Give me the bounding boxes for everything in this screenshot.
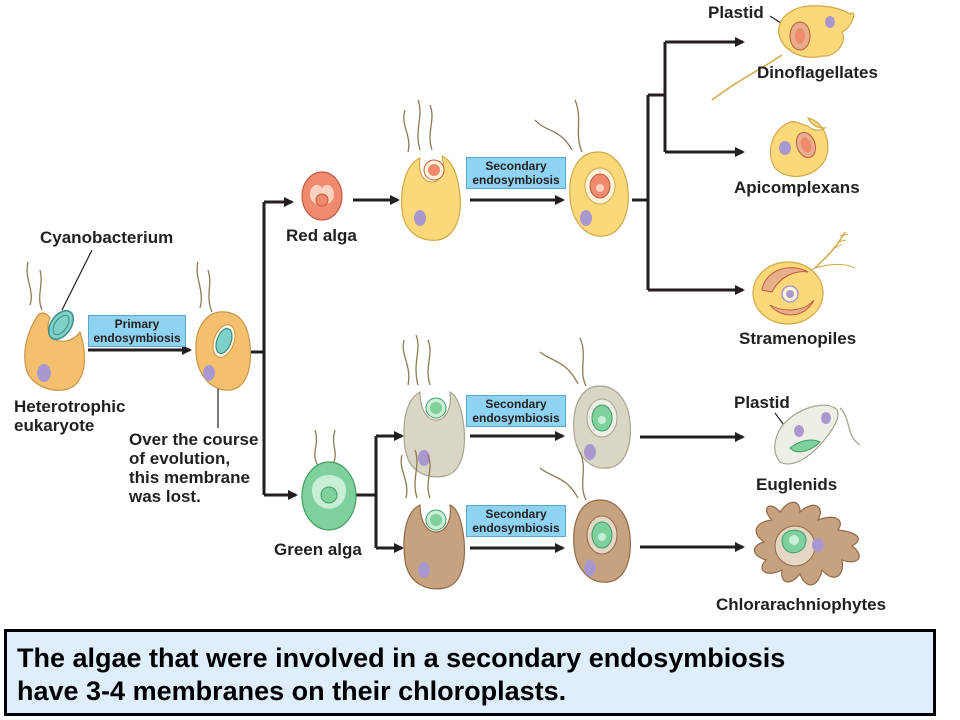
stramenopile-cell [752, 231, 856, 325]
secondary-green-top-box-line2: endosymbiosis [472, 411, 560, 425]
branch-red-green [250, 202, 266, 495]
secondary-red-box-line2: endosymbiosis [472, 173, 560, 187]
label-plastid-euglenid: Plastid [734, 393, 790, 412]
secondary-endosymbiosis-box-red: Secondary endosymbiosis [466, 157, 566, 189]
label-euglenids: Euglenids [756, 475, 838, 494]
green-alga-cell [301, 429, 357, 531]
primary-endosymbiosis-box: Primary endosymbiosis [88, 315, 186, 347]
gray-result-cell [539, 337, 631, 469]
caption-box: The algae that were involved in a second… [4, 629, 936, 716]
secondary-green-bottom-box-line2: endosymbiosis [472, 521, 560, 535]
apicomplexan-cell [769, 117, 829, 177]
primary-endosymbiosis-cell [195, 261, 252, 391]
primary-box-line2: endosymbiosis [93, 331, 181, 345]
label-evolution-line4: was lost. [129, 487, 201, 506]
chlorarachniophyte-cell [753, 501, 860, 586]
branch-red-lineages [632, 42, 667, 290]
caption-line2: have 3-4 membranes on their chloroplasts… [17, 676, 567, 706]
leader-cyanobacterium [61, 249, 93, 311]
branch-green-lineages [356, 436, 378, 548]
primary-box-line1: Primary [114, 317, 160, 331]
secondary-green-top-box-line1: Secondary [485, 397, 547, 411]
label-red-alga: Red alga [286, 226, 357, 245]
label-evolution-line1: Over the course [129, 430, 259, 449]
brown-host-cell [400, 449, 466, 590]
secondary-endosymbiosis-box-green-bottom: Secondary endosymbiosis [466, 505, 566, 537]
brown-result-cell [539, 451, 631, 583]
red-secondary-host-cell [400, 99, 461, 241]
secondary-green-bottom-box-line1: Secondary [485, 507, 547, 521]
label-dinoflagellates: Dinoflagellates [757, 63, 878, 82]
cyanobacterium [47, 309, 75, 341]
caption-line1: The algae that were involved in a second… [17, 643, 786, 673]
arrows [88, 37, 745, 553]
label-evolution-line2: of evolution, [129, 449, 231, 468]
label-plastid-top: Plastid [708, 3, 764, 22]
euglenid-cell [774, 404, 861, 465]
label-stramenopiles: Stramenopiles [739, 329, 857, 348]
label-heterotrophic-line1: Heterotrophic [14, 397, 126, 416]
label-membrane-lost: Over the course of evolution, this membr… [129, 430, 258, 506]
label-apicomplexans: Apicomplexans [734, 178, 860, 197]
label-chlorarachniophytes: Chlorarachniophytes [716, 595, 887, 614]
secondary-red-box-line1: Secondary [485, 159, 547, 173]
secondary-endosymbiosis-box-green-top: Secondary endosymbiosis [466, 395, 566, 427]
label-heterotrophic-eukaryote: Heterotrophic eukaryote [14, 397, 125, 435]
gray-host-cell [402, 334, 466, 478]
dinoflagellate-cell [711, 5, 855, 101]
label-heterotrophic-line2: eukaryote [14, 416, 95, 435]
heterotrophic-eukaryote-cell [24, 261, 86, 391]
label-cyanobacterium: Cyanobacterium [40, 228, 174, 247]
label-evolution-line3: this membrane [129, 468, 250, 487]
red-secondary-result-cell [534, 99, 629, 237]
label-green-alga: Green alga [274, 540, 362, 559]
red-alga-cell [301, 171, 343, 221]
